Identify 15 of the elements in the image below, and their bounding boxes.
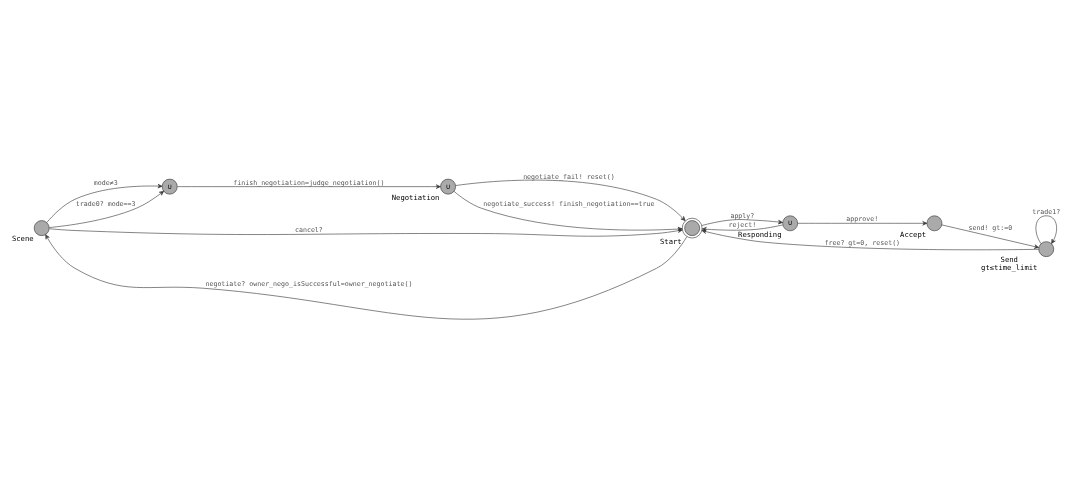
arrow (701, 224, 783, 231)
arrow (45, 233, 688, 319)
arrow (455, 179, 686, 221)
arrow (701, 229, 1040, 250)
node-circle (33, 219, 50, 236)
node-circle (926, 215, 943, 231)
arrow (797, 220, 928, 225)
arrow (1035, 215, 1057, 244)
arrow (701, 218, 783, 226)
arrow (177, 183, 441, 189)
arrow (49, 190, 164, 228)
arrow (46, 183, 163, 223)
arrow (49, 227, 683, 236)
arrow (453, 190, 683, 231)
arrow (941, 224, 1039, 249)
